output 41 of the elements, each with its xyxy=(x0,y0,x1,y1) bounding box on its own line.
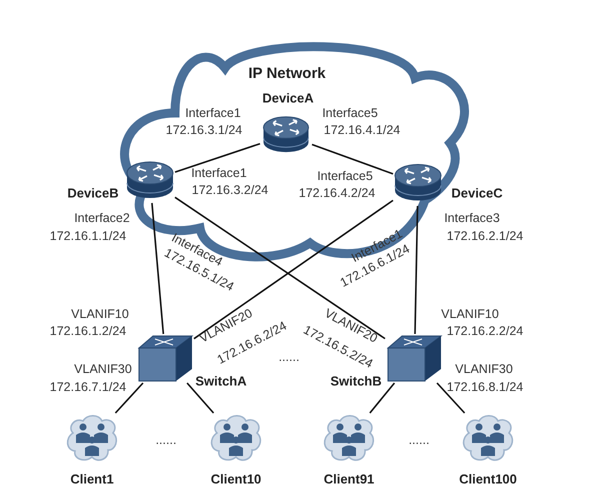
interface-label: ...... xyxy=(408,434,430,446)
interface-label: Interface3 xyxy=(444,212,500,224)
interface-label: VLANIF30 xyxy=(455,362,513,376)
interface-label: ...... xyxy=(156,434,176,446)
link-line xyxy=(436,382,466,414)
interface-label: 172.16.7.1/24 xyxy=(50,380,126,394)
device-label: Client100 xyxy=(459,470,517,488)
interface-label: 172.16.4.1/24 xyxy=(324,124,400,136)
link-line xyxy=(114,382,144,414)
link-line xyxy=(369,382,396,414)
link-line xyxy=(174,142,260,173)
interface-label: Interface5 xyxy=(322,106,378,120)
interface-label: 172.16.1.2/24 xyxy=(50,324,126,338)
interface-label: 172.16.3.1/24 xyxy=(166,124,242,136)
device-label: Client10 xyxy=(210,470,262,488)
interface-label: 172.16.2.2/24 xyxy=(446,324,524,338)
device-label: DeviceC xyxy=(451,184,503,202)
interface-label: 172.16.3.2/24 xyxy=(192,184,268,196)
network-title: IP Network xyxy=(248,64,326,84)
interface-label: 172.16.2.1/24 xyxy=(446,230,524,242)
interface-label: Interface1 xyxy=(191,166,247,180)
interface-label: 172.16.1.1/24 xyxy=(50,230,126,242)
device-label: SwitchA xyxy=(195,372,247,390)
device-label: Client1 xyxy=(70,470,114,488)
interface-label: 172.16.8.1/24 xyxy=(446,380,524,394)
interface-label: ...... xyxy=(278,350,300,364)
interface-label: Interface2 xyxy=(74,212,130,224)
interface-label: 172.16.4.2/24 xyxy=(298,186,376,200)
interface-label: VLANIF10 xyxy=(71,308,129,320)
interface-label: Interface1 xyxy=(185,106,241,120)
interface-label: VLANIF30 xyxy=(74,362,132,376)
device-label: SwitchB xyxy=(330,372,382,390)
device-label: Client91 xyxy=(324,470,374,488)
interface-label: Interface5 xyxy=(317,170,373,182)
device-label: DeviceA xyxy=(262,89,314,108)
device-label: DeviceB xyxy=(67,184,119,202)
link-line xyxy=(151,202,164,334)
interface-label: VLANIF10 xyxy=(441,308,499,320)
link-line xyxy=(186,382,214,414)
link-line xyxy=(414,206,418,334)
link-line xyxy=(312,144,394,175)
